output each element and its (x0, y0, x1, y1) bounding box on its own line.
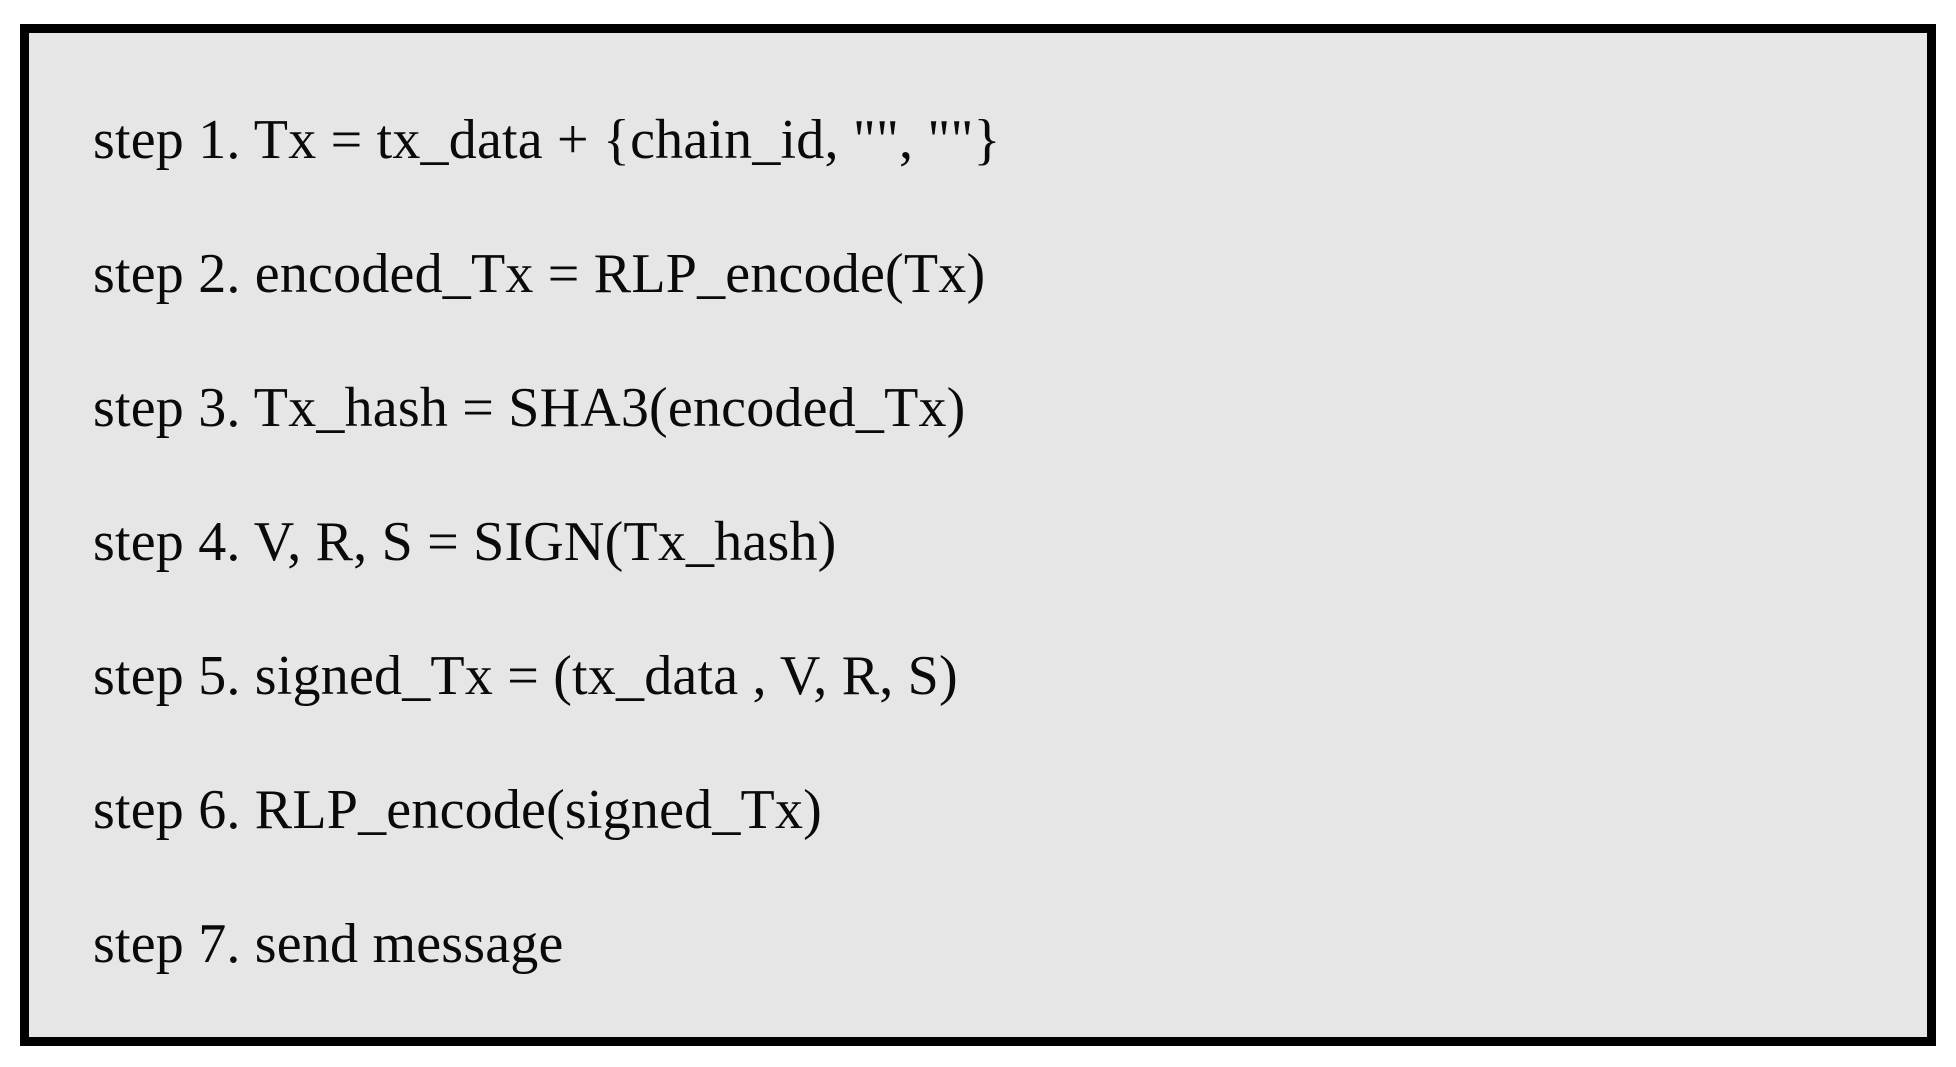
step-line-4: step 4. V, R, S = SIGN(Tx_hash) (93, 511, 837, 573)
step-line-7: step 7. send message (93, 913, 564, 975)
steps-callout-box: step 1. Tx = tx_data + {chain_id, "", ""… (20, 24, 1936, 1046)
step-line-2: step 2. encoded_Tx = RLP_encode(Tx) (93, 243, 986, 305)
step-line-3: step 3. Tx_hash = SHA3(encoded_Tx) (93, 377, 966, 439)
step-line-1: step 1. Tx = tx_data + {chain_id, "", ""… (93, 109, 1001, 171)
steps-list: step 1. Tx = tx_data + {chain_id, "", ""… (29, 33, 1927, 1037)
step-line-6: step 6. RLP_encode(signed_Tx) (93, 779, 822, 841)
step-line-5: step 5. signed_Tx = (tx_data , V, R, S) (93, 645, 958, 707)
